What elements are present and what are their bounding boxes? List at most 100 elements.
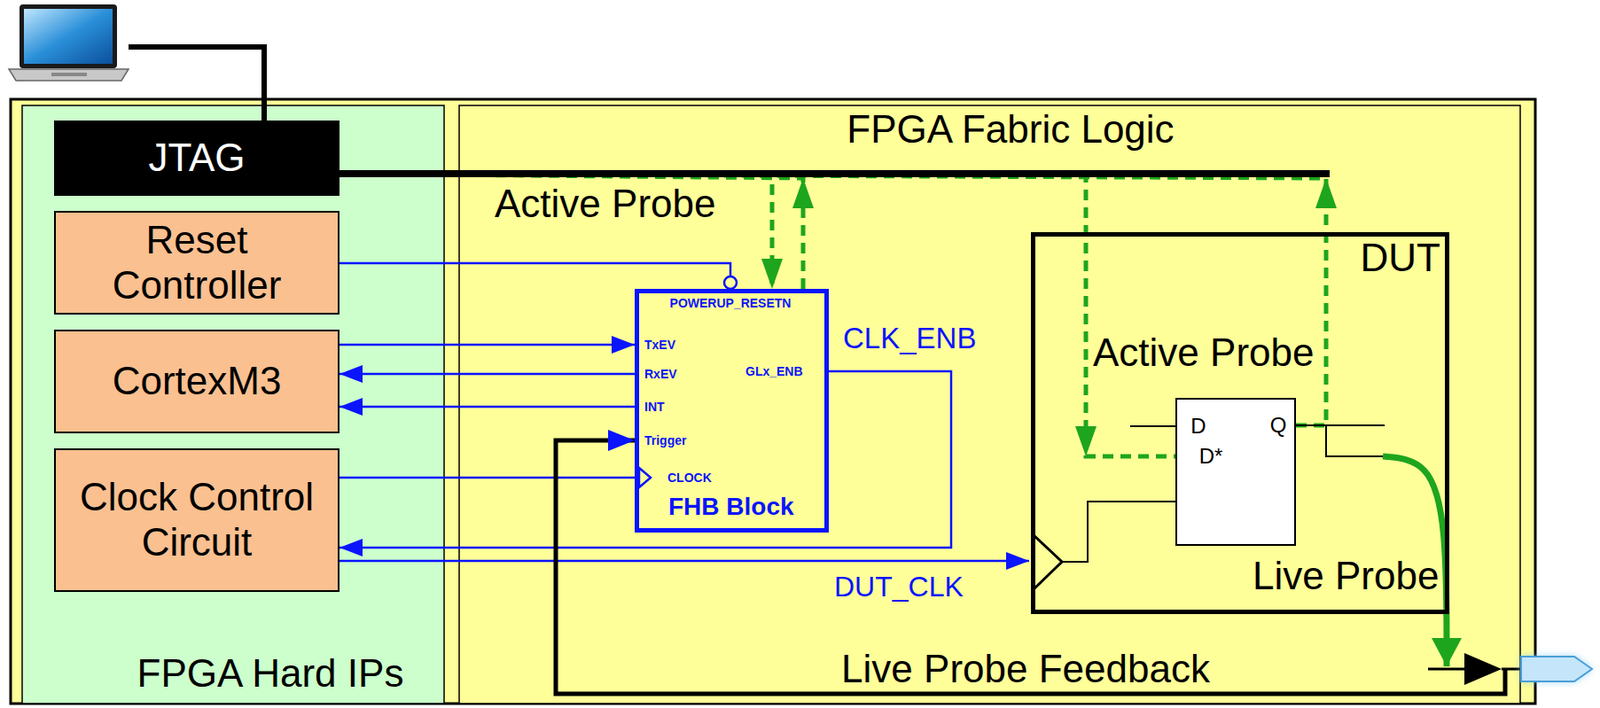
- connector-line: [339, 173, 804, 289]
- connector-line: [339, 371, 952, 548]
- pin-label-holder: Trigger: [644, 434, 687, 447]
- q-output-wire: [1326, 424, 1385, 427]
- probe-label: Active Probe: [494, 184, 716, 224]
- box-label: Clock Control Circuit: [73, 475, 320, 565]
- connector-line: [339, 173, 773, 289]
- inversion-bubble: [724, 276, 737, 289]
- signal-label: Live Probe Feedback: [841, 649, 1210, 689]
- port-label-holder: D: [1190, 415, 1206, 438]
- box-label: CortexM3: [112, 359, 282, 405]
- arrowhead: [792, 178, 814, 209]
- buffer-input: [1428, 668, 1465, 672]
- output-pad: [1521, 656, 1593, 682]
- probe-label-holder: Live Probe: [1252, 556, 1439, 596]
- box-label: Reset Controller: [73, 218, 320, 308]
- pin-label: GLx_ENB: [745, 365, 804, 378]
- hard-ip-panel: FPGA Hard IPs JTAG Reset ControllerCortexM…: [22, 105, 445, 704]
- arrowhead: [339, 398, 363, 416]
- reset-controller-box: Reset Controller: [54, 210, 340, 315]
- block-title-holder: FHB Block: [668, 494, 795, 520]
- pin-label-holder: INT: [644, 400, 665, 414]
- pad-glow: [1521, 656, 1593, 682]
- port-label: Q: [1270, 414, 1288, 437]
- laptop-icon: [8, 4, 129, 81]
- connector: [339, 552, 1030, 570]
- pin-label: RxEV: [644, 367, 678, 381]
- probe-label: Live Probe: [1252, 556, 1439, 596]
- jtag-bus: [339, 170, 1330, 178]
- connector-line: [339, 405, 635, 409]
- arrowhead: [611, 335, 635, 354]
- buffer-output: [1501, 668, 1522, 672]
- block-title-holder: DUT: [1360, 238, 1441, 278]
- text-label-holder: FPGA Fabric Logic: [846, 109, 1174, 149]
- arrowhead: [1006, 552, 1030, 570]
- connector: [339, 173, 1337, 426]
- pin-label-holder: POWERUP_RESETN: [670, 296, 792, 310]
- connector-line: [339, 173, 1327, 426]
- dut-clock-symbol: [1033, 535, 1062, 590]
- pin-label-holder: GLx_ENB: [745, 365, 804, 378]
- pin-label-holder: TxEV: [644, 338, 676, 352]
- flip-flop: D Q D*: [1175, 398, 1296, 547]
- connector: [339, 173, 1176, 457]
- pin-label-holder: RxEV: [644, 367, 678, 381]
- probe-label: Active Probe: [1092, 333, 1314, 373]
- signal-label: CLK_ENB: [842, 323, 976, 353]
- arrowhead: [339, 365, 363, 383]
- connector-line: [1295, 425, 1383, 457]
- arrowhead: [339, 538, 363, 557]
- connector: [339, 365, 635, 383]
- fabric-outline: [459, 105, 1521, 704]
- arrowhead: [608, 429, 635, 452]
- connector: [339, 263, 737, 289]
- connector-line: [339, 173, 1176, 457]
- probe-label-holder: Active Probe: [494, 184, 716, 224]
- dut-box: DUT Active ProbeLive Probe D Q D*: [1030, 232, 1450, 615]
- block-title: DUT: [1360, 238, 1441, 278]
- connector: [339, 173, 814, 289]
- connector: [339, 335, 635, 354]
- text-label: FPGA Fabric Logic: [846, 109, 1174, 149]
- port-label: D: [1190, 415, 1206, 438]
- clock-wire: [1061, 501, 1176, 562]
- pin-label: INT: [644, 400, 665, 414]
- arrowhead: [1431, 638, 1462, 667]
- connector: [339, 477, 635, 479]
- pin-label-holder: CLOCK: [667, 471, 712, 484]
- cortex-m3-box: CortexM3: [54, 329, 340, 434]
- connector-line: [339, 476, 635, 480]
- pin-label: POWERUP_RESETN: [670, 296, 792, 310]
- arrowhead: [1075, 426, 1097, 457]
- connector-line: [339, 263, 731, 289]
- pin-label: TxEV: [644, 338, 676, 352]
- probe-label-holder: Active Probe: [1092, 333, 1314, 373]
- arrowhead: [1315, 178, 1337, 209]
- box-label: JTAG: [148, 135, 245, 181]
- hard-ip-panel-outline: [22, 105, 445, 704]
- signal-label-holder: DUT_CLK: [834, 572, 964, 601]
- port-label-holder: D*: [1199, 445, 1224, 468]
- output-buffer: [1464, 653, 1502, 686]
- connector: [339, 173, 783, 289]
- jtag-cable: [128, 46, 265, 121]
- board-outline: [10, 99, 1536, 704]
- signal-label-holder: Live Probe Feedback: [841, 649, 1210, 689]
- arrowhead: [761, 258, 783, 289]
- connector-line: [339, 343, 635, 347]
- connector-line: [339, 373, 635, 376]
- port-label: D*: [1199, 445, 1224, 468]
- pin-label: CLOCK: [667, 471, 712, 484]
- signal-label: DUT_CLK: [834, 572, 964, 601]
- text-label: FPGA Hard IPs: [137, 654, 405, 694]
- jtag-box: JTAG: [54, 120, 340, 196]
- signal-label-holder: CLK_ENB: [842, 323, 976, 353]
- block-title: FHB Block: [668, 494, 795, 520]
- clock-control-box: Clock Control Circuit: [54, 448, 340, 593]
- connector: [339, 398, 635, 416]
- clock-pin-symbol: [639, 468, 651, 488]
- fhb-block: POWERUP_RESETN TxEV RxEV INT TriggerCLOCK GLx…: [634, 288, 829, 533]
- text-label-holder: FPGA Hard IPs: [137, 654, 405, 694]
- d-input-wire: [1130, 425, 1176, 428]
